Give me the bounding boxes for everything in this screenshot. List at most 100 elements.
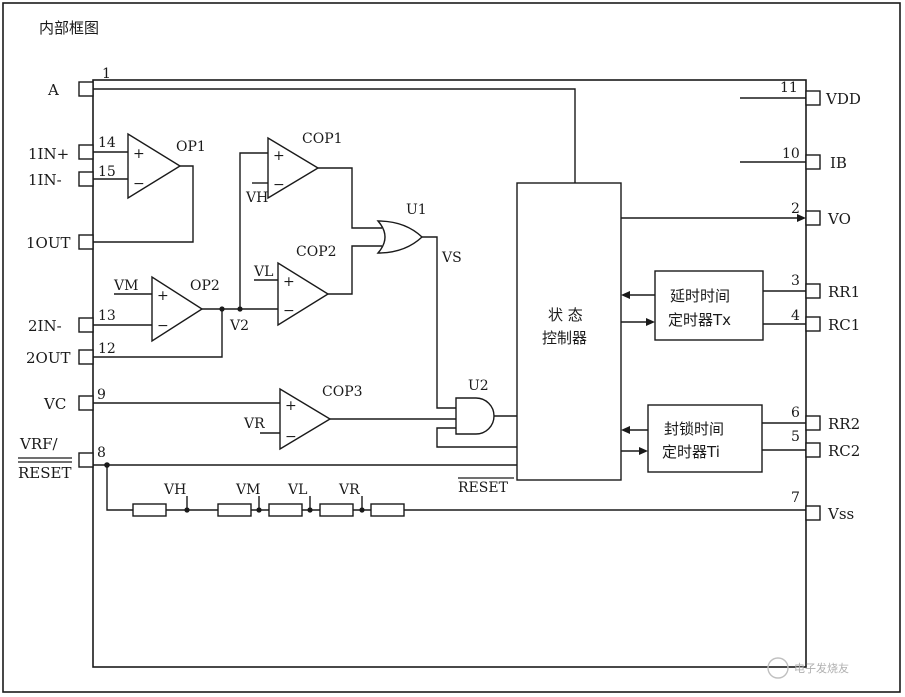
wire-v2-to-cop [239, 152, 268, 309]
op1-amplifier: + − OP1 [127, 132, 206, 200]
diagram-title: 内部框图 [39, 19, 99, 37]
cop1-label: COP1 [302, 131, 343, 147]
op1-minus: − [133, 176, 145, 192]
delay-timer-line2: 定时器Tx [668, 311, 731, 329]
vs-label: VS [441, 250, 462, 266]
state-controller-line2: 控制器 [542, 329, 587, 347]
state-controller-block [516, 182, 622, 481]
wire-cop2-to-u1 [328, 245, 382, 295]
pin-label-rr1: RR1 [828, 283, 860, 301]
pin-number-15: 15 [98, 164, 116, 180]
pin-number-12: 12 [98, 341, 116, 357]
right-pins: VDD IB VO RR1 RC1 RR2 RC2 Vss [805, 90, 861, 523]
arrow-sc-to-ti [639, 447, 648, 455]
op2-minus: − [157, 318, 169, 334]
op1-plus: + [133, 146, 145, 162]
pin-box-a [78, 81, 94, 97]
pin-box-vss [805, 505, 821, 521]
divider-label-vh: VH [163, 482, 186, 498]
delay-timer-line1: 延时时间 [670, 287, 730, 305]
arrow-sc-to-tx [646, 318, 655, 326]
op2-label: OP2 [190, 278, 220, 294]
divider-label-vm: VM [235, 482, 260, 498]
pin-box-rr1 [805, 283, 821, 299]
wire-u2-feedback [436, 427, 517, 448]
cop2-label: COP2 [296, 244, 337, 260]
cop3-minus: − [285, 429, 297, 445]
wire-pin-a [93, 88, 576, 183]
cop3-plus: + [285, 398, 297, 414]
cop2-plus: + [283, 274, 295, 290]
arrow-tx-to-sc [621, 291, 630, 299]
lockout-timer-block [647, 404, 763, 473]
wire-cop1-to-u1 [318, 167, 382, 229]
delay-timer-block [654, 270, 764, 341]
left-pins: A 1IN+ 1IN- 1OUT 2IN- 2OUT VC VRF/ RESET [18, 81, 94, 482]
pin-box-1out [78, 234, 94, 250]
wire-op1-out [93, 165, 194, 243]
pin-number-14: 14 [98, 135, 116, 151]
pin-box-2in-minus [78, 317, 94, 333]
resistor-2 [217, 503, 252, 517]
pin-box-vc [78, 395, 94, 411]
pin-number-5: 5 [791, 429, 800, 445]
pin-box-rr2 [805, 415, 821, 431]
pin-label-1out: 1OUT [26, 234, 71, 252]
cop1-comparator: + − COP1 [267, 131, 343, 200]
pin-number-8: 8 [97, 445, 106, 461]
cop2-vl-label: VL [253, 264, 273, 280]
pin-box-vo [805, 210, 821, 226]
vo-arrow [797, 214, 806, 222]
resistor-4 [319, 503, 354, 517]
resistor-1 [132, 503, 167, 517]
resistor-3 [268, 503, 303, 517]
pin-label-vc: VC [43, 395, 66, 413]
wire-2out [93, 309, 223, 358]
pin-label-rr2: RR2 [828, 415, 860, 433]
pin-number-2: 2 [791, 201, 800, 217]
pin-number-3: 3 [791, 273, 800, 289]
cop2-minus: − [283, 303, 295, 319]
pin-label-1in-minus: 1IN- [28, 171, 62, 189]
arrow-ti-to-sc [621, 426, 630, 434]
pin-box-2out [78, 349, 94, 365]
wire-divider-top [106, 465, 133, 511]
pin-label-reset: RESET [18, 464, 71, 482]
pin-label-vo: VO [827, 210, 851, 228]
state-controller-line1: 状 态 [548, 306, 583, 324]
op2-plus: + [157, 288, 169, 304]
pin-label-2in-minus: 2IN- [28, 317, 62, 335]
divider-label-vl: VL [287, 482, 307, 498]
pin-label-rc2: RC2 [828, 442, 860, 460]
pin-box-1in-minus [78, 171, 94, 187]
pin-label-ib: IB [830, 154, 847, 172]
pin-box-rc1 [805, 316, 821, 332]
watermark-text: 电子发烧友 [794, 661, 849, 675]
pin-number-4: 4 [791, 308, 800, 324]
cop3-comparator: + − COP3 [279, 384, 363, 451]
pin-box-vrf-reset [78, 452, 94, 468]
pin-label-a: A [47, 81, 59, 99]
pin-number-6: 6 [791, 405, 800, 421]
pin-number-10: 10 [782, 146, 800, 162]
chip-body [92, 79, 807, 668]
watermark: 电子发烧友 [767, 657, 849, 679]
watermark-logo-icon [767, 657, 789, 679]
pin-label-vss: Vss [827, 505, 854, 523]
pin-label-vdd: VDD [825, 90, 861, 108]
op2-amplifier: + − OP2 [151, 275, 220, 343]
divider-label-vr: VR [338, 482, 360, 498]
u1-label: U1 [406, 202, 427, 218]
resistor-divider [132, 496, 806, 517]
v2-label: V2 [229, 318, 249, 334]
pin-box-1in-plus [78, 144, 94, 160]
lockout-timer-line2: 定时器Ti [662, 443, 720, 461]
pin-number-1: 1 [102, 66, 111, 82]
pin-number-7: 7 [791, 490, 800, 506]
pin-box-vdd [805, 90, 821, 106]
pin-number-13: 13 [98, 308, 116, 324]
op1-label: OP1 [176, 139, 206, 155]
u1-or-gate: U1 [376, 202, 427, 254]
